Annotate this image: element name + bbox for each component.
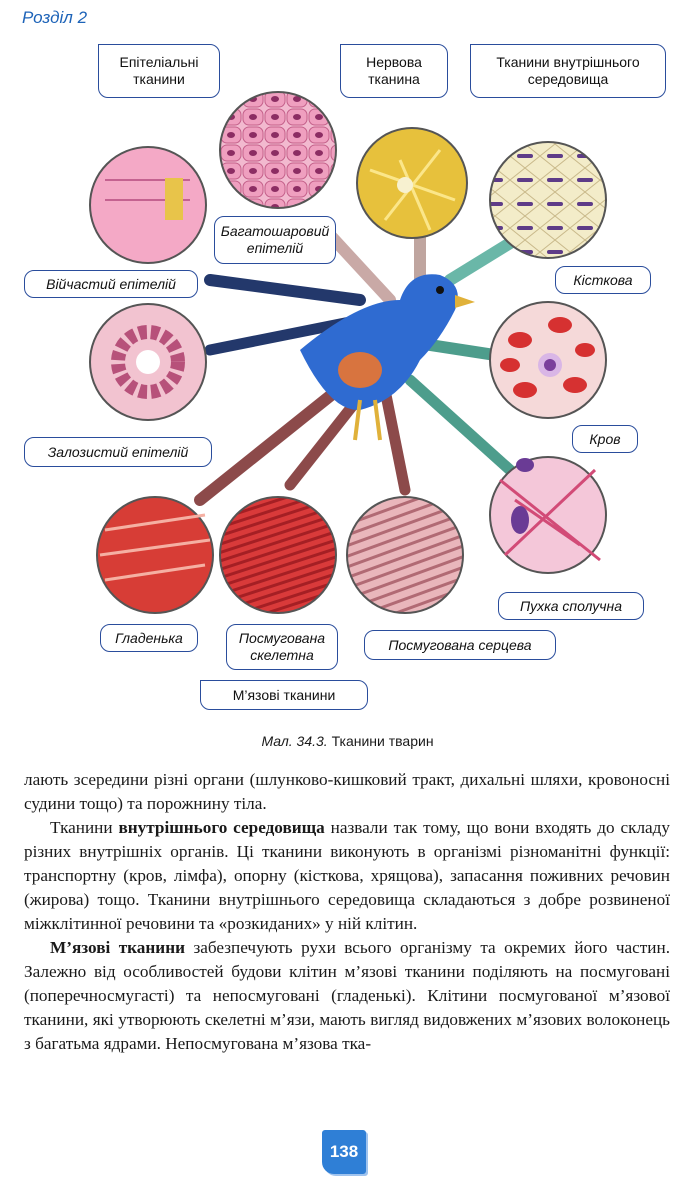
label-stratified: Багатошаровий епітелій: [214, 216, 336, 264]
section-label: Розділ 2: [22, 8, 88, 27]
tissue-skeletal: [219, 496, 337, 614]
p3-bold-term: М’язові тканини: [50, 938, 186, 957]
label-cardiac: Посмугована серцева: [364, 630, 556, 660]
p2-bold-term: внутрішнього середовища: [118, 818, 325, 837]
paragraph-3: М’язові тканини забезпечують рухи всього…: [24, 936, 670, 1056]
tissue-stratified: [219, 91, 337, 209]
tissue-loose: [489, 456, 607, 574]
tissues-figure: Епітеліальні тканини Нервова тканина Тка…: [24, 44, 666, 710]
label-blood: Кров: [572, 425, 638, 453]
label-loose: Пухка сполучна: [498, 592, 644, 620]
tissue-blood: [489, 301, 607, 419]
tissue-ciliated: [89, 146, 207, 264]
caption-prefix: Мал. 34.3.: [261, 733, 328, 749]
label-internal: Тканини внутрішнього середовища: [470, 44, 666, 98]
label-glandular: Залозистий епітелій: [24, 437, 212, 467]
tissue-cardiac: [346, 496, 464, 614]
figure-caption: Мал. 34.3. Тканини тварин: [0, 733, 695, 749]
tissue-bone: [489, 141, 607, 259]
label-epithelial: Епітеліальні тканини: [98, 44, 220, 98]
paragraph-2: Тканини внутрішнього середовища назвали …: [24, 816, 670, 936]
figure-illustration: [89, 91, 607, 614]
label-skeletal: Посмугована скелетна: [226, 624, 338, 670]
label-smooth: Гладенька: [100, 624, 198, 652]
page-number: 138: [322, 1130, 366, 1174]
p3-rest: забезпечують рухи всього організму та ок…: [24, 938, 670, 1053]
label-bone: Кісткова: [555, 266, 651, 294]
label-muscle: М’язові тканини: [200, 680, 368, 710]
bird-illustration: [300, 274, 475, 441]
label-nervous: Нервова тканина: [340, 44, 448, 98]
caption-text: Тканини тварин: [331, 733, 434, 749]
tissue-glandular: [89, 303, 207, 421]
tissue-nervous: [356, 127, 468, 239]
paragraph-1: лають зсередини різні органи (шлунково-к…: [24, 770, 670, 813]
tissue-smooth: [96, 496, 214, 614]
body-text: лають зсередини різні органи (шлунково-к…: [24, 768, 670, 1056]
p2-rest: назвали так тому, що вони входять до скл…: [24, 818, 670, 933]
p2-start: Тканини: [50, 818, 119, 837]
label-ciliated: Війчастий епітелій: [24, 270, 198, 298]
